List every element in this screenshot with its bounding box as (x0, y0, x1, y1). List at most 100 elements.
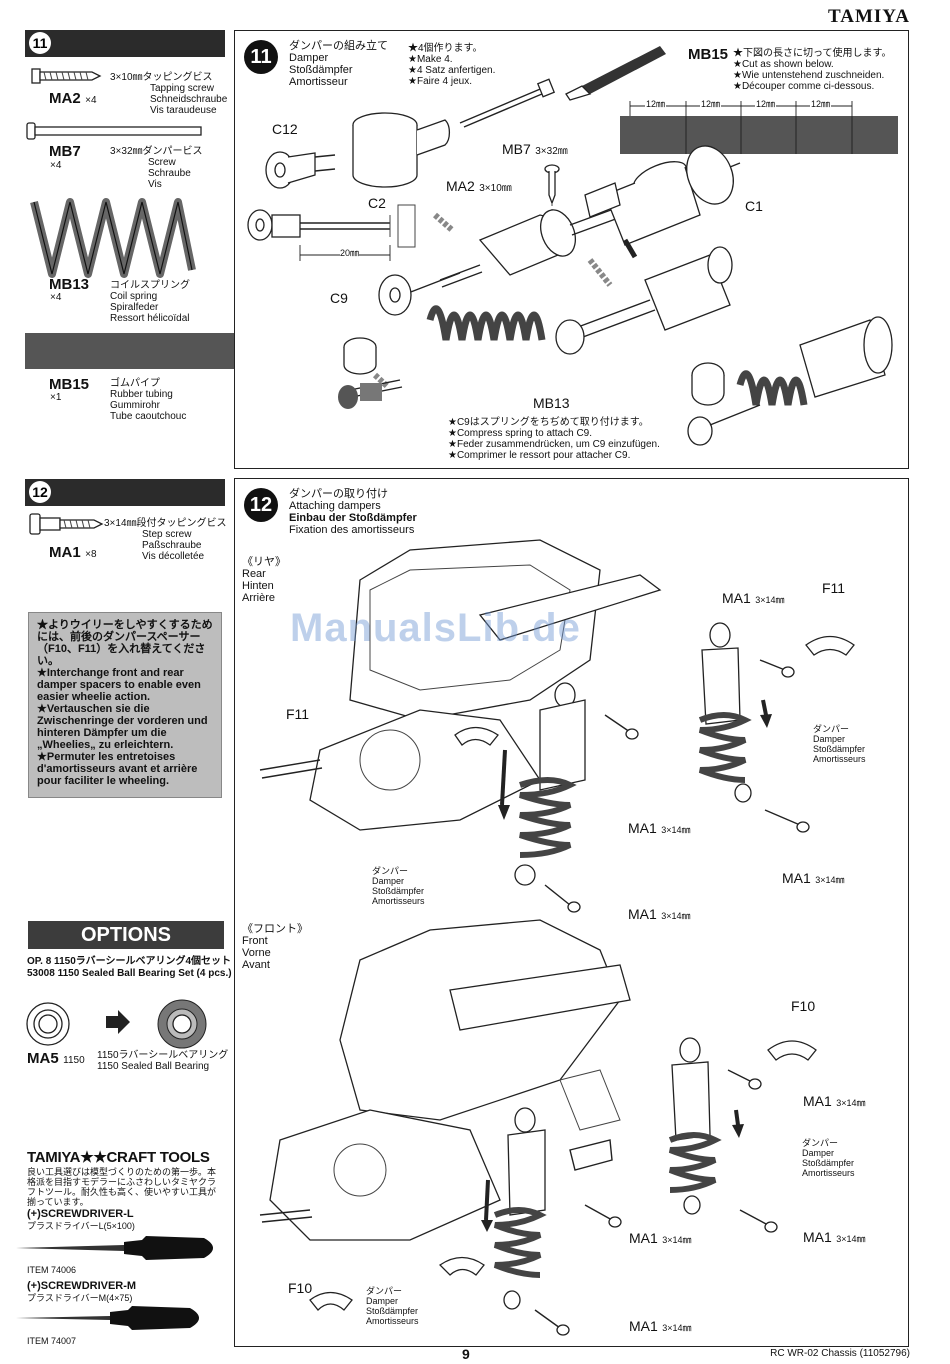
ma1-5-size: 3×14㎜ (836, 1098, 866, 1108)
spring-jp: ★C9はスプリングをちぢめて取り付けます。 (448, 417, 649, 428)
ma1-6-size: 3×14㎜ (662, 1235, 692, 1245)
part-ma2-jp: 3×10㎜タッピングビス (110, 72, 213, 83)
spring-en: ★Compress spring to attach C9. (448, 428, 593, 439)
ma1-3-code: MA1 (782, 870, 811, 886)
front-en: Front (242, 935, 268, 947)
cut-dimension-diagram (620, 101, 898, 154)
part-ma2-fr: Vis taraudeuse (150, 105, 217, 116)
tool1-item: ITEM 74006 (27, 1265, 77, 1275)
step11-title-jp: ダンパーの組み立て (289, 40, 388, 52)
cut-en: ★Cut as shown below. (733, 59, 834, 70)
part-ma2-de: Schneidschraube (150, 94, 228, 105)
label-ma1-2: MA1 3×14㎜ (628, 820, 691, 838)
tip-en: ★Interchange front and rear damper space… (37, 667, 201, 703)
ma1-8-size: 3×14㎜ (662, 1323, 692, 1333)
damper-screw-icon (26, 122, 202, 140)
ma1-8-code: MA1 (629, 1318, 658, 1334)
part-ma2-code: MA2 (49, 90, 81, 107)
part-ma1-code-wrap: MA1 ×8 (49, 544, 97, 562)
cut-dim-3: 12㎜ (755, 99, 777, 109)
step11-make-de: ★4 Satz anfertigen. (408, 65, 496, 76)
part-mb13-qty: ×4 (50, 292, 62, 303)
damper2-jp: ダンパー (372, 866, 409, 876)
step12-big-number: 12 (244, 488, 278, 522)
cut-dim-2: 12㎜ (700, 99, 722, 109)
part-ma1-fr: Vis décolletée (142, 551, 205, 562)
part-ma1-de: Paßschraube (142, 540, 202, 551)
part-ma1-jp: 3×14㎜段付タッピングビス (104, 518, 227, 529)
front-de: Vorne (242, 947, 271, 959)
part-mb15-de: Gummirohr (110, 400, 161, 411)
brand-logo: TAMIYA (827, 6, 910, 27)
ma1-4-size: 3×14㎜ (661, 911, 691, 921)
damper3-fr: Amortisseurs (802, 1168, 855, 1178)
label-c9: C9 (330, 290, 348, 306)
label-c12: C12 (272, 121, 298, 137)
label-ma1-7: MA1 3×14㎜ (803, 1229, 866, 1247)
part-mb15-desc: ゴムパイプ Rubber tubing Gummirohr Tube caout… (110, 378, 186, 422)
damper1-de: Stoßdämpfer (813, 744, 866, 754)
tip-jp: ★よりウイリーをしやすくするためには、前後のダンパースペーサー（F10、F11）… (37, 619, 213, 667)
chassis-damper-install-diagram (259, 539, 855, 1336)
ma5-size: 1150 (63, 1055, 85, 1066)
step11-title-fr: Amortisseur (289, 76, 348, 88)
screwdriver-l-icon (16, 1236, 213, 1260)
step11-big-number: 11 (244, 40, 278, 74)
step11-make: ★4個作ります。 ★Make 4. ★4 Satz anfertigen. ★F… (408, 43, 495, 87)
label-ma1-5: MA1 3×14㎜ (803, 1093, 866, 1111)
label-f11-right: F11 (822, 580, 846, 596)
label-f10-left: F10 (288, 1280, 313, 1296)
part-mb15-fr: Tube caoutchouc (110, 411, 187, 422)
rear-en: Rear (242, 568, 266, 580)
step11-title-en: Damper (289, 52, 329, 64)
step11-make-en: ★Make 4. (408, 54, 453, 65)
step11-spring-note: ★C9はスプリングをちぢめて取り付けます。 ★Compress spring t… (448, 417, 660, 461)
label-mb7-wrap: MB7 3×32㎜ (502, 141, 568, 159)
step12-title: ダンパーの取り付け Attaching dampers Einbau der S… (289, 488, 417, 536)
step-screw-icon (29, 513, 104, 535)
part-mb15-qty: ×1 (50, 392, 62, 403)
part-mb7-desc: 3×32㎜ダンパービス Screw Schraube Vis (110, 146, 203, 190)
step12-number: 12 (29, 481, 51, 503)
part-ma2-qty: ×4 (85, 95, 97, 106)
part-ma1-en: Step screw (142, 529, 192, 540)
part-mb13-de: Spiralfeder (110, 302, 159, 313)
damper4-jp: ダンパー (366, 1286, 403, 1296)
front-jp: 《フロント》 (242, 923, 308, 935)
mb15-cut-instructions: ★下図の長さに切って使用します。 ★Cut as shown below. ★W… (733, 48, 892, 92)
part-mb7-jp: 3×32㎜ダンパービス (110, 146, 203, 157)
tip-de: ★Vertauschen sie die Zwischenringe der v… (37, 703, 208, 751)
tool1-name: (+)SCREWDRIVER-L (27, 1208, 134, 1220)
damper1-jp: ダンパー (813, 724, 850, 734)
part-ma2-desc: 3×10㎜タッピングビス Tapping screw Schneidschrau… (110, 72, 227, 116)
label-f10-right: F10 (791, 998, 816, 1014)
part-ma2-code-wrap: MA2 ×4 (49, 90, 97, 108)
step12-header-bar: 12 (25, 479, 225, 506)
rear-label: 《リヤ》 Rear Hinten Arrière (242, 556, 286, 604)
label-ma2-size: 3×10㎜ (479, 183, 512, 194)
craft-tools-title: TAMIYA★★CRAFT TOOLS (27, 1149, 210, 1166)
label-ma1-3: MA1 3×14㎜ (782, 870, 845, 888)
part-mb7-code-wrap: MB7 (49, 143, 81, 161)
part-mb15-code: MB15 (49, 376, 90, 393)
part-mb13-desc: コイルスプリング Coil spring Spiralfeder Ressort… (110, 280, 190, 324)
part-mb15-code-wrap: MB15 (49, 376, 89, 394)
bearing-upgrade-icon (26, 999, 207, 1049)
label-ma1-1: MA1 3×14㎜ (722, 590, 785, 608)
tool2-name: (+)SCREWDRIVER-M (27, 1280, 137, 1292)
label-f11-left: F11 (286, 706, 310, 722)
ma1-1-code: MA1 (722, 590, 751, 606)
tool2-jp: プラスドライバーM(4×75) (27, 1293, 133, 1303)
label-dim-20: 20㎜ (340, 248, 360, 258)
options-line1: OP. 8 1150ラバーシールベアリング4個セット (27, 956, 232, 967)
cut-dim-1: 12㎜ (645, 99, 667, 109)
label-ma2-wrap: MA2 3×10㎜ (446, 178, 512, 196)
damper3-de: Stoßdämpfer (802, 1158, 855, 1168)
damper4-en: Damper (366, 1296, 399, 1306)
ma1-5-code: MA1 (803, 1093, 832, 1109)
bearing-replacement-jp: 1150ラバーシールベアリング (97, 1050, 229, 1061)
front-label: 《フロント》 Front Vorne Avant (242, 923, 308, 971)
part-mb13-jp: コイルスプリング (110, 280, 190, 291)
